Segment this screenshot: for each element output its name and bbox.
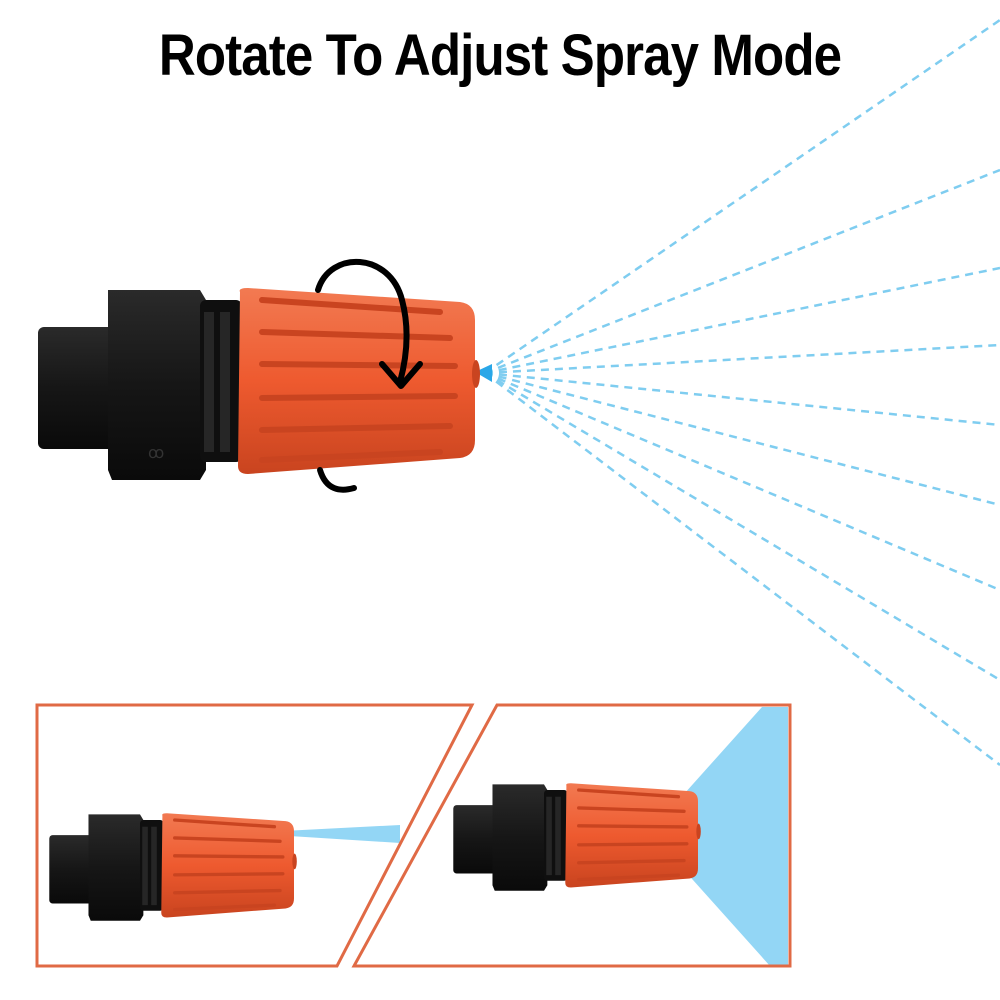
panel-frame-right <box>351 703 792 968</box>
wide-spray <box>650 707 788 966</box>
page-title: Rotate To Adjust Spray Mode <box>158 23 842 88</box>
spray-pattern <box>484 18 1000 766</box>
comparison-panels <box>35 703 792 968</box>
curved-arrow-icon <box>315 258 423 493</box>
main-nozzle: ꝏ <box>38 288 480 480</box>
narrow-spray <box>243 825 400 843</box>
panel-frame-left <box>35 703 475 968</box>
svg-text:ꝏ: ꝏ <box>148 445 164 462</box>
